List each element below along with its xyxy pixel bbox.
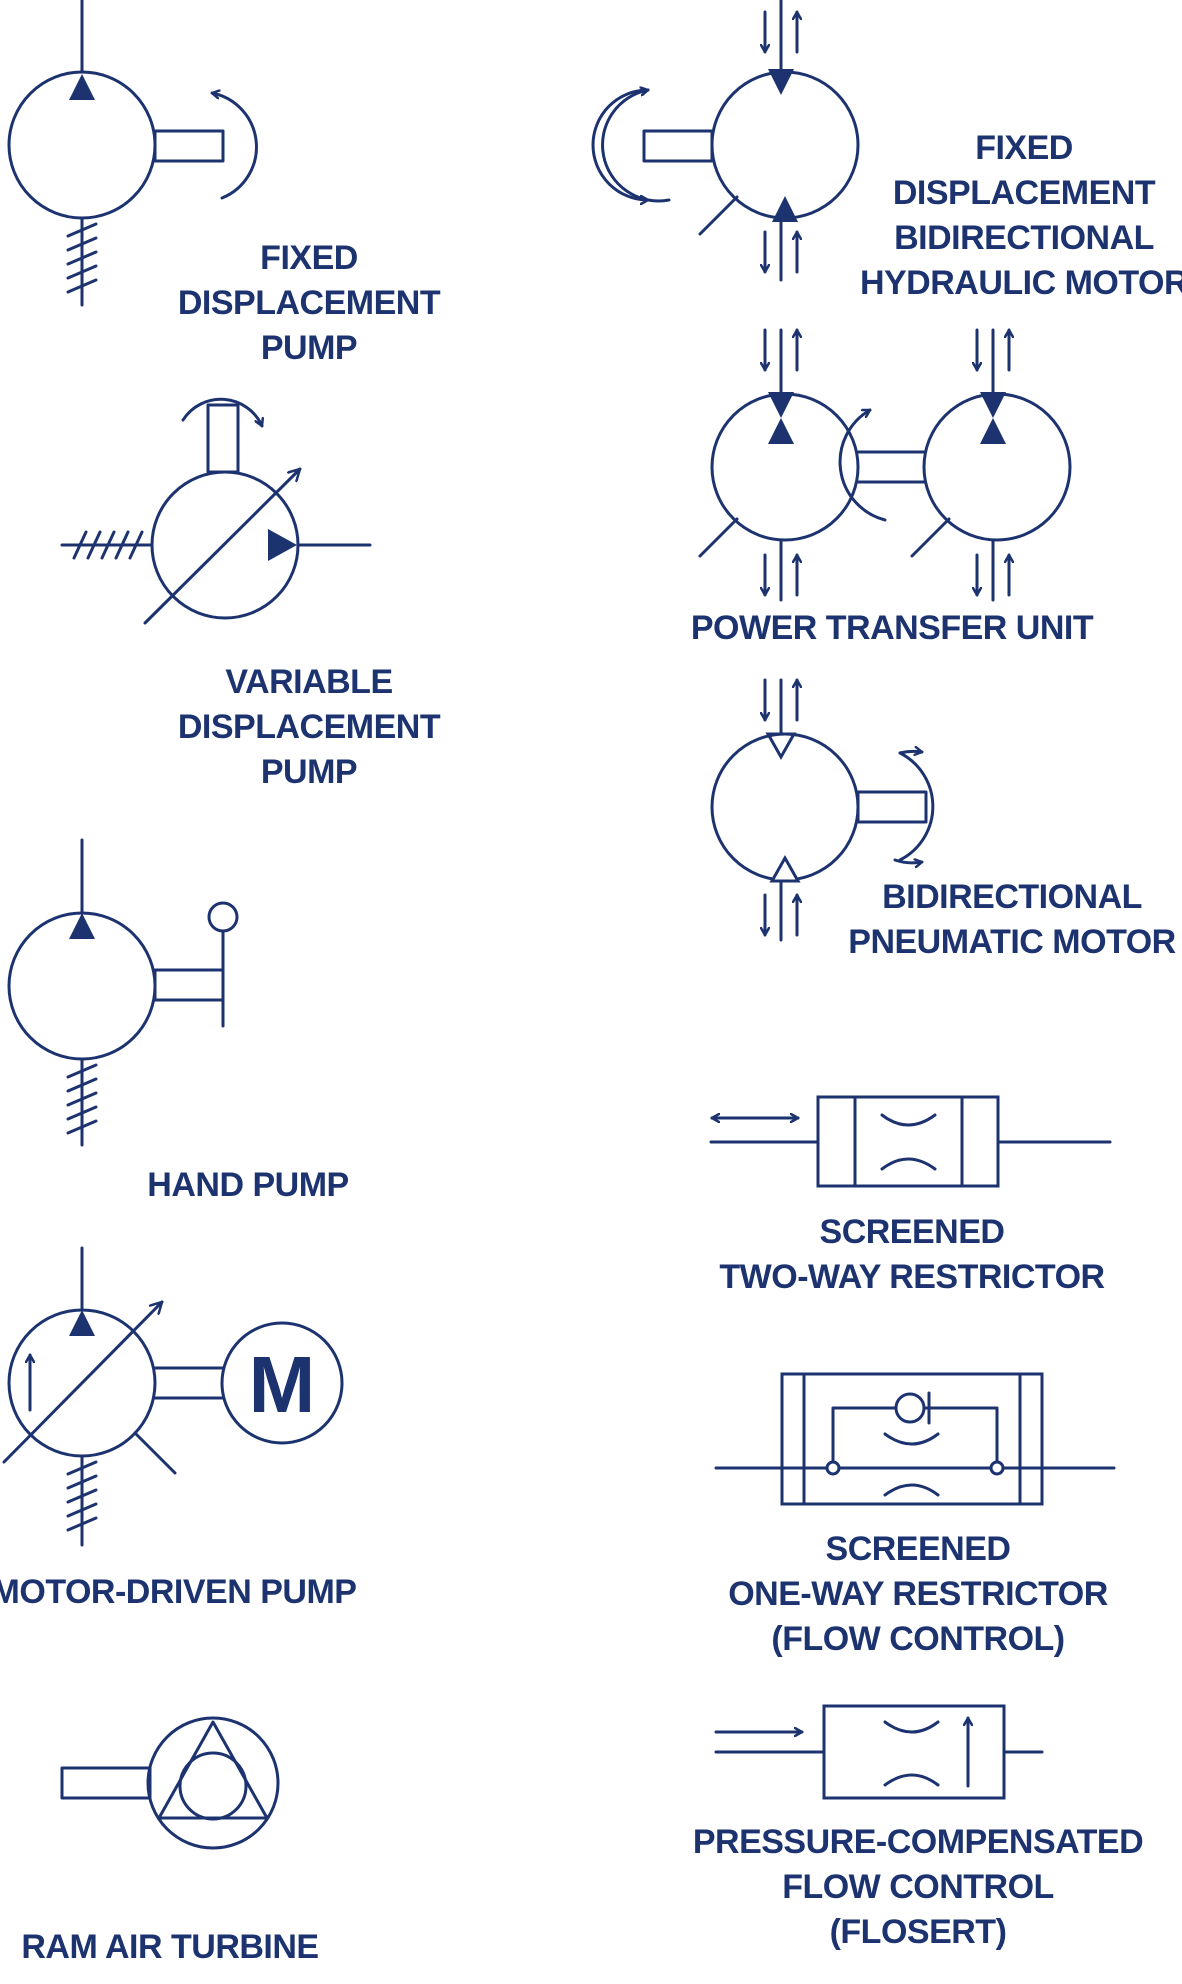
fixed-displacement-pump-symbol — [7, 0, 258, 307]
label-line: (FLOSERT) — [829, 1913, 1007, 1951]
label-line: BIDIRECTIONAL — [894, 219, 1154, 257]
motor-letter: M — [249, 1340, 316, 1429]
label-line: DISPLACEMENT — [177, 708, 441, 746]
label-power-transfer-unit: POWER TRANSFER UNIT — [690, 606, 1094, 651]
motor-driven-pump-symbol: M — [2, 1246, 344, 1547]
label-hand-pump: HAND PUMP — [147, 1163, 349, 1208]
label-line: POWER TRANSFER UNIT — [690, 609, 1094, 647]
label-line: VARIABLE — [225, 663, 393, 701]
label-line: HYDRAULIC MOTOR — [859, 264, 1182, 302]
label-line: DISPLACEMENT — [892, 174, 1156, 212]
ram-air-turbine-symbol — [60, 1716, 280, 1850]
screened-one-way-restrictor-symbol — [714, 1372, 1116, 1506]
label-ram-air-turbine: RAM AIR TURBINE — [21, 1925, 319, 1970]
bidirectional-pneumatic-motor-symbol — [710, 678, 935, 942]
variable-displacement-pump-symbol — [60, 397, 372, 625]
pressure-compensated-flow-control-symbol — [714, 1704, 1044, 1800]
label-line: DISPLACEMENT — [177, 284, 441, 322]
label-line: FIXED — [975, 129, 1073, 167]
label-line: PUMP — [260, 753, 358, 791]
label-line: PUMP — [260, 329, 358, 367]
power-transfer-unit-symbol — [698, 328, 1072, 602]
label-fixed-displacement-pump: FIXED DISPLACEMENT PUMP — [177, 236, 441, 371]
label-line: PNEUMATIC MOTOR — [848, 923, 1176, 961]
label-line: BIDIRECTIONAL — [882, 878, 1142, 916]
label-line: (FLOW CONTROL) — [771, 1620, 1065, 1658]
label-line: RAM AIR TURBINE — [21, 1928, 319, 1966]
label-bidirectional-pneumatic-motor: BIDIRECTIONAL PNEUMATIC MOTOR — [848, 875, 1176, 965]
label-line: SCREENED — [819, 1213, 1005, 1251]
label-line: HAND PUMP — [147, 1166, 349, 1204]
label-pressure-compensated-flow-control: PRESSURE-COMPENSATED FLOW CONTROL (FLOSE… — [692, 1820, 1144, 1955]
label-line: PRESSURE-COMPENSATED — [692, 1823, 1144, 1861]
label-variable-displacement-pump: VARIABLE DISPLACEMENT PUMP — [177, 660, 441, 795]
label-screened-one-way-restrictor: SCREENED ONE-WAY RESTRICTOR (FLOW CONTRO… — [728, 1527, 1108, 1662]
label-screened-two-way-restrictor: SCREENED TWO-WAY RESTRICTOR — [719, 1210, 1105, 1300]
label-line: MOTOR-DRIVEN PUMP — [0, 1573, 357, 1611]
bidirectional-hydraulic-motor-symbol — [591, 0, 860, 282]
label-line: FIXED — [260, 239, 358, 277]
label-line: FLOW CONTROL — [782, 1868, 1054, 1906]
label-bidirectional-hydraulic-motor: FIXED DISPLACEMENT BIDIRECTIONAL HYDRAUL… — [860, 126, 1182, 306]
label-motor-driven-pump: MOTOR-DRIVEN PUMP — [0, 1570, 357, 1615]
label-line: SCREENED — [825, 1530, 1011, 1568]
label-line: TWO-WAY RESTRICTOR — [719, 1258, 1105, 1296]
label-line: ONE-WAY RESTRICTOR — [728, 1575, 1108, 1613]
screened-two-way-restrictor-symbol — [709, 1095, 1112, 1188]
hand-pump-symbol — [7, 838, 239, 1147]
